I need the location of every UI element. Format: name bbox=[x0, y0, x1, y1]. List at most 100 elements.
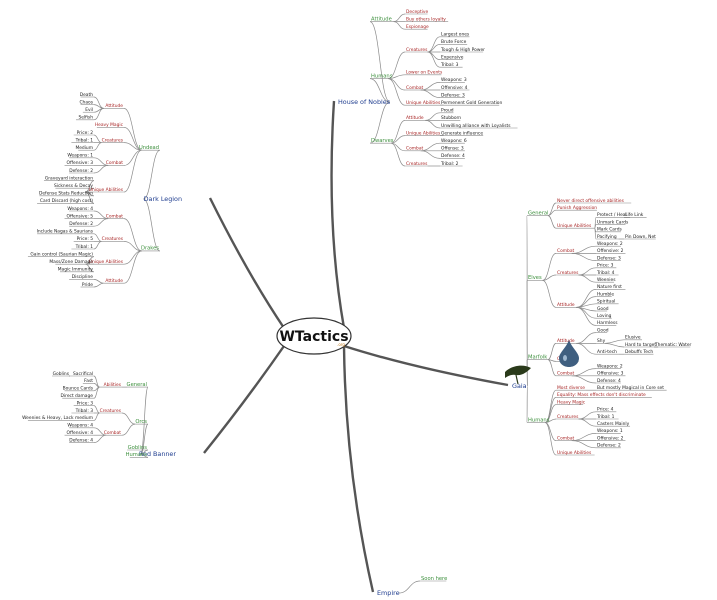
node-bounce-cards[interactable]: Bounce Cards bbox=[63, 386, 94, 392]
node-expensive[interactable]: Expensive bbox=[441, 54, 464, 60]
node-attitude[interactable]: Attitude bbox=[406, 115, 424, 121]
node-hard-to-target[interactable]: Hard to target bbox=[625, 342, 656, 348]
node-unique-abilities[interactable]: Unique Abilities bbox=[89, 187, 124, 193]
node-weenies[interactable]: Weenies bbox=[597, 277, 616, 283]
node-creatures[interactable]: Creatures bbox=[557, 270, 579, 276]
node-unique-abilities[interactable]: Unique Abilities bbox=[406, 100, 441, 106]
node-creatures[interactable]: Creatures bbox=[406, 47, 428, 53]
node-anti-tech[interactable]: Anti-tech bbox=[597, 349, 617, 355]
node-combat[interactable]: Combat bbox=[557, 435, 575, 441]
node-pacifying[interactable]: Pacifying bbox=[597, 234, 617, 240]
node-weapons-1[interactable]: Weapons: 1 bbox=[597, 428, 623, 434]
node-offensive-3[interactable]: Offensive: 3 bbox=[597, 371, 624, 377]
node-defense-3[interactable]: Defense: 3 bbox=[441, 92, 465, 98]
node-attitude[interactable]: Attitude bbox=[105, 278, 123, 284]
node-creatures[interactable]: Creatures bbox=[102, 236, 124, 242]
node-casters-mainly[interactable]: Casters Mainly bbox=[597, 421, 630, 427]
node-life-link[interactable]: Life Link bbox=[625, 212, 644, 218]
node-defense-4[interactable]: Defense: 4 bbox=[441, 153, 465, 159]
node-price-5[interactable]: Price: 5 bbox=[77, 236, 94, 242]
node-tribal-1[interactable]: Tribal: 1 bbox=[75, 244, 94, 250]
node-marfolk[interactable]: Marfolk bbox=[528, 354, 547, 360]
node-spiritual[interactable]: Spiritual bbox=[597, 299, 615, 305]
node-weapons-3[interactable]: Weapons: 3 bbox=[441, 77, 467, 83]
node-humble[interactable]: Humble bbox=[597, 291, 614, 297]
node-never-direct-offensive-abilities[interactable]: Never direct offensive abilities bbox=[557, 198, 625, 204]
node-largest-ones[interactable]: Largest ones bbox=[441, 32, 470, 38]
node-pin-down-net[interactable]: Pin Down, Net bbox=[625, 234, 656, 240]
node-sacrifical[interactable]: Sacrifical bbox=[73, 371, 93, 377]
node-but-mostly-magical-in-core-set[interactable]: But mostly Magical in Core set bbox=[597, 385, 664, 391]
node-creatures[interactable]: Creatures bbox=[406, 161, 428, 167]
node-tribal-1[interactable]: Tribal: 1 bbox=[75, 137, 94, 143]
node-humans[interactable]: Humans bbox=[126, 452, 148, 458]
node-creatures[interactable]: Creatures bbox=[557, 414, 579, 420]
node-debuffs-tech[interactable]: Debuffs Tech bbox=[625, 349, 653, 355]
node-mass-zone-damage[interactable]: Mass/Zone Damage bbox=[49, 259, 93, 265]
node-weapons-1[interactable]: Weapons: 1 bbox=[67, 153, 93, 159]
node-include-nagas-saurians[interactable]: Include Nagas & Saurians bbox=[37, 229, 94, 235]
node-tribal-1[interactable]: Tribal: 1 bbox=[596, 414, 615, 420]
node-attitude[interactable]: Attitude bbox=[557, 302, 575, 308]
node-mark-cards[interactable]: Mark Cards bbox=[597, 227, 622, 233]
node-humans[interactable]: Humans bbox=[528, 417, 550, 423]
node-tough-high-power[interactable]: Tough & High Power bbox=[440, 47, 485, 53]
node-most-diverse[interactable]: Most diverse bbox=[557, 385, 585, 391]
node-good[interactable]: Good bbox=[597, 327, 609, 333]
branch-red-banner[interactable]: Red Banner bbox=[139, 450, 177, 458]
node-unique-abilities[interactable]: Unique Abilities bbox=[406, 130, 441, 136]
node-thematic-water[interactable]: Thematic: Water bbox=[654, 342, 692, 348]
node-weapons-2[interactable]: Weapons: 2 bbox=[597, 241, 623, 247]
node-abilities[interactable]: Abilities bbox=[104, 382, 122, 388]
node-defense-2[interactable]: Defense: 2 bbox=[69, 221, 93, 227]
node-weapons-4[interactable]: Weapons: 4 bbox=[67, 206, 93, 212]
node-drakes[interactable]: Drakes bbox=[141, 246, 159, 252]
node-combat[interactable]: Combat bbox=[106, 160, 124, 166]
node-fast[interactable]: Fast bbox=[84, 378, 93, 384]
node-magic-immunity[interactable]: Magic Immunity bbox=[58, 267, 94, 273]
node-death[interactable]: Death bbox=[80, 92, 93, 98]
node-nature-first[interactable]: Nature first bbox=[597, 284, 622, 290]
node-combat[interactable]: Combat bbox=[106, 213, 124, 219]
node-offensive-2[interactable]: Offensive: 2 bbox=[597, 248, 624, 254]
node-sickness-decay[interactable]: Sickness & Decay bbox=[54, 183, 93, 189]
node-combat[interactable]: Combat bbox=[557, 371, 575, 377]
node-heavy-magic[interactable]: Heavy Magic bbox=[95, 122, 124, 128]
node-unique-abilities[interactable]: Unique Abilities bbox=[89, 259, 124, 265]
node-defense-2[interactable]: Defense: 2 bbox=[597, 443, 621, 449]
node-defense-4[interactable]: Defense: 4 bbox=[69, 437, 93, 443]
node-unique-abilities[interactable]: Unique Abilities bbox=[557, 223, 592, 229]
node-elves[interactable]: Elves bbox=[528, 275, 542, 281]
node-creatures[interactable]: Creatures bbox=[102, 137, 124, 143]
node-defense-3[interactable]: Defense: 3 bbox=[597, 255, 621, 261]
node-pride[interactable]: Pride bbox=[82, 282, 93, 288]
node-offense-3[interactable]: Offense: 3 bbox=[441, 146, 464, 152]
node-permenent-gold-generation[interactable]: Permenent Gold Generation bbox=[441, 100, 502, 106]
node-heavy-magic[interactable]: Heavy Magic bbox=[557, 399, 586, 405]
node-evil[interactable]: Evil bbox=[85, 107, 93, 113]
node-protect-heal[interactable]: Protect / Heal bbox=[597, 212, 627, 218]
node-combat[interactable]: Combat bbox=[557, 248, 575, 254]
node-medium[interactable]: Medium bbox=[75, 145, 93, 151]
node-punish-aggression[interactable]: Punish Aggression bbox=[557, 205, 597, 211]
node-shy[interactable]: Shy bbox=[597, 338, 606, 344]
node-general[interactable]: General bbox=[528, 210, 548, 216]
node-tribal-2[interactable]: Tribal: 2 bbox=[440, 161, 459, 167]
node-unwilling-alliance-with-loyalists[interactable]: Unwilling alliance with Loyalists bbox=[441, 123, 511, 129]
node-humans[interactable]: Humans bbox=[371, 73, 393, 79]
node-weapons-6[interactable]: Weapons: 6 bbox=[441, 138, 467, 144]
node-offensive-2[interactable]: Offensive: 2 bbox=[597, 435, 624, 441]
branch-gaia[interactable]: Gaia bbox=[512, 382, 527, 390]
node-loving[interactable]: Loving bbox=[597, 313, 612, 319]
node-proud[interactable]: Proud bbox=[441, 108, 454, 114]
branch-dark-legion[interactable]: Dark Legion bbox=[144, 195, 182, 203]
node-creatures[interactable]: Creatures bbox=[100, 408, 122, 414]
node-weapons-2[interactable]: Weapons: 2 bbox=[597, 363, 623, 369]
node-defense-2[interactable]: Defense: 2 bbox=[69, 168, 93, 174]
node-attitude[interactable]: Attitude bbox=[371, 16, 392, 22]
node-soon-here[interactable]: Soon here bbox=[421, 576, 447, 582]
node-weenies-heavy-lack-medium[interactable]: Weenies & Heavy, Lack medium bbox=[22, 415, 93, 421]
node-offensive-5[interactable]: Offensive: 5 bbox=[67, 213, 94, 219]
node-attitude[interactable]: Attitude bbox=[557, 338, 575, 344]
node-attitude[interactable]: Attitude bbox=[105, 103, 123, 109]
